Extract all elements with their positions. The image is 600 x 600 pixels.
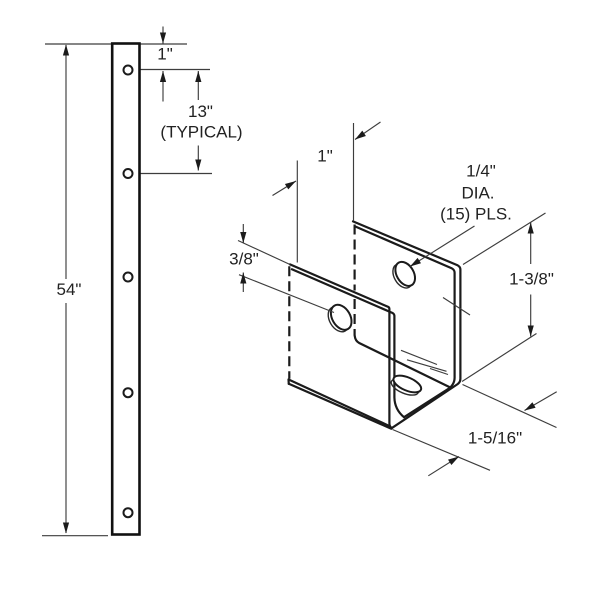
arrowhead-38-down: [240, 232, 247, 243]
front-bottom-fold-upper: [287, 378, 391, 428]
flange-height-label: 1-3/8": [509, 270, 554, 289]
arrowhead-outside-width-upper: [524, 402, 536, 411]
hole-note-leader-line: [409, 225, 475, 267]
front-flange-hole: [329, 303, 353, 331]
elevation-view: 54" 1" 13" (TYPICAL): [42, 26, 243, 537]
mounting-hole: [122, 507, 134, 519]
outside-width-label: 1-5/16": [468, 429, 522, 448]
front-bottom-fold-lower: [287, 382, 393, 430]
arrowhead-13-up: [195, 71, 202, 82]
back-flange-inner-edge: [354, 225, 456, 419]
mounting-hole: [122, 387, 134, 399]
arrowhead-1in-up: [159, 71, 167, 82]
hole-edge-offset-label: 3/8": [229, 250, 259, 269]
arrowhead-flange-height-down: [527, 325, 534, 337]
web-back-fold-line: [353, 334, 451, 389]
arrowhead-hole-note: [410, 257, 421, 267]
arrowhead-38-up: [240, 272, 247, 284]
mounting-hole: [122, 168, 134, 179]
hole-note-line2: DIA.: [461, 184, 494, 203]
hole-note-line3: (15) PLS.: [440, 205, 512, 224]
arrowhead-outside-width-lower: [448, 456, 459, 465]
highlight-line: [406, 359, 447, 372]
ext-line-flange-height-bottom: [461, 333, 537, 382]
web-hole: [392, 374, 423, 394]
overall-length-label: 54": [57, 280, 82, 299]
hole-spacing-label: 13": [188, 102, 213, 121]
mounting-hole: [122, 64, 134, 76]
highlight-line: [429, 367, 449, 376]
hole-spacing-note-label: (TYPICAL): [160, 123, 242, 142]
highlight-line: [442, 297, 471, 316]
arrowhead-13-down: [195, 159, 202, 171]
detail-view: 1" 3/8" 1/4" DIA. (15) PLS. 1-3/8" 1-5/1…: [229, 121, 557, 477]
bracket-bar-outline: [110, 42, 141, 536]
arrowhead-inside-width-left: [284, 181, 296, 190]
arrowhead-inside-width-right: [355, 130, 366, 140]
ext-line-outside-width-back: [462, 383, 557, 429]
arrowhead-54-top: [62, 44, 70, 56]
top-hole-offset-label: 1": [157, 45, 173, 64]
arrowhead-1in-down: [159, 32, 167, 44]
hole-note-line1: 1/4": [466, 162, 496, 181]
highlight-line: [400, 349, 438, 366]
inside-width-label: 1": [317, 147, 333, 166]
arrowhead-flange-height-up: [527, 222, 534, 234]
ext-line-flange-height-top: [462, 212, 546, 265]
back-flange-hole: [394, 260, 417, 287]
arrowhead-54-bottom: [62, 522, 70, 534]
back-flange-outer-edge: [351, 220, 462, 429]
front-flange-inner-edge: [290, 268, 406, 419]
ext-line-outside-width-front: [392, 428, 491, 471]
mounting-hole: [122, 271, 134, 283]
ext-line-hole-center: [238, 274, 335, 314]
ext-line-flange-top: [237, 239, 291, 266]
